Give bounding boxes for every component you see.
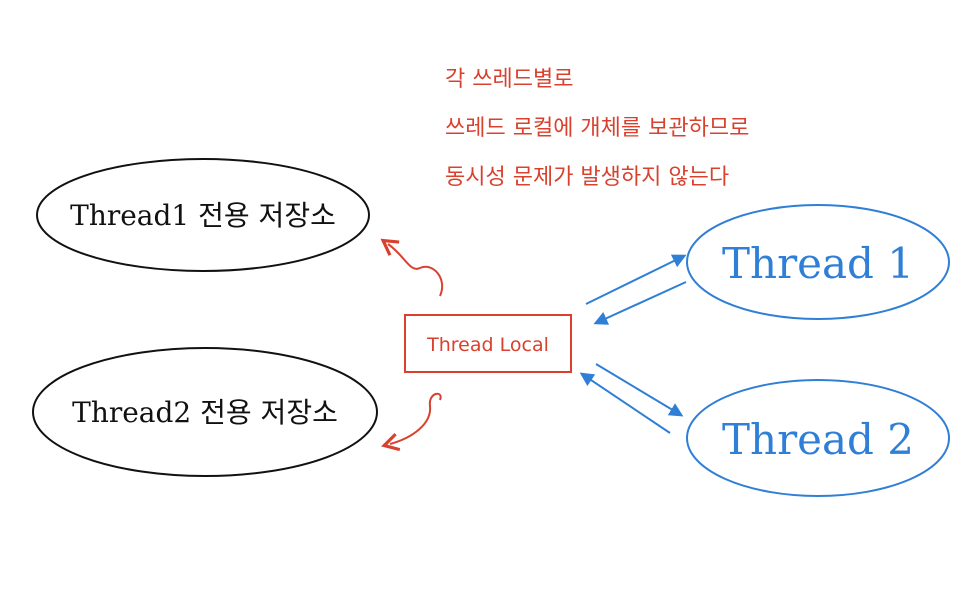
arrow-from-thread2 — [579, 372, 671, 434]
arrow-to-thread1-storage — [380, 238, 443, 297]
thread1-storage-ellipse — [36, 158, 370, 272]
arrow-to-thread1 — [585, 254, 687, 305]
note-line-1: 각 쓰레드별로 — [445, 67, 573, 92]
thread1-node: Thread 1 — [686, 204, 950, 320]
thread2-node: Thread 2 — [686, 379, 950, 497]
thread2-storage-label: Thread2 전용 저장소 — [72, 396, 338, 429]
thread1-storage-node: Thread1 전용 저장소 — [36, 158, 370, 272]
arrow-from-thread1 — [593, 281, 687, 325]
note-line-3: 동시성 문제가 발생하지 않는다 — [445, 165, 729, 190]
thread1-label: Thread 1 — [722, 239, 914, 288]
thread-local-box — [404, 314, 572, 373]
thread2-storage-ellipse — [32, 347, 378, 477]
arrow-to-thread2 — [595, 363, 684, 417]
thread2-ellipse — [686, 379, 950, 497]
note-block: 각 쓰레드별로 쓰레드 로컬에 개체를 보관하므로 동시성 문제가 발생하지 않… — [445, 67, 749, 190]
note-line-2: 쓰레드 로컬에 개체를 보관하므로 — [445, 116, 749, 141]
thread1-ellipse — [686, 204, 950, 320]
thread-local-label: Thread Local — [426, 334, 549, 356]
thread-local-node: Thread Local — [404, 314, 572, 373]
thread1-storage-label: Thread1 전용 저장소 — [70, 199, 336, 232]
thread2-label: Thread 2 — [722, 415, 914, 464]
thread2-storage-node: Thread2 전용 저장소 — [32, 347, 378, 477]
arrow-to-thread2-storage — [381, 392, 442, 452]
